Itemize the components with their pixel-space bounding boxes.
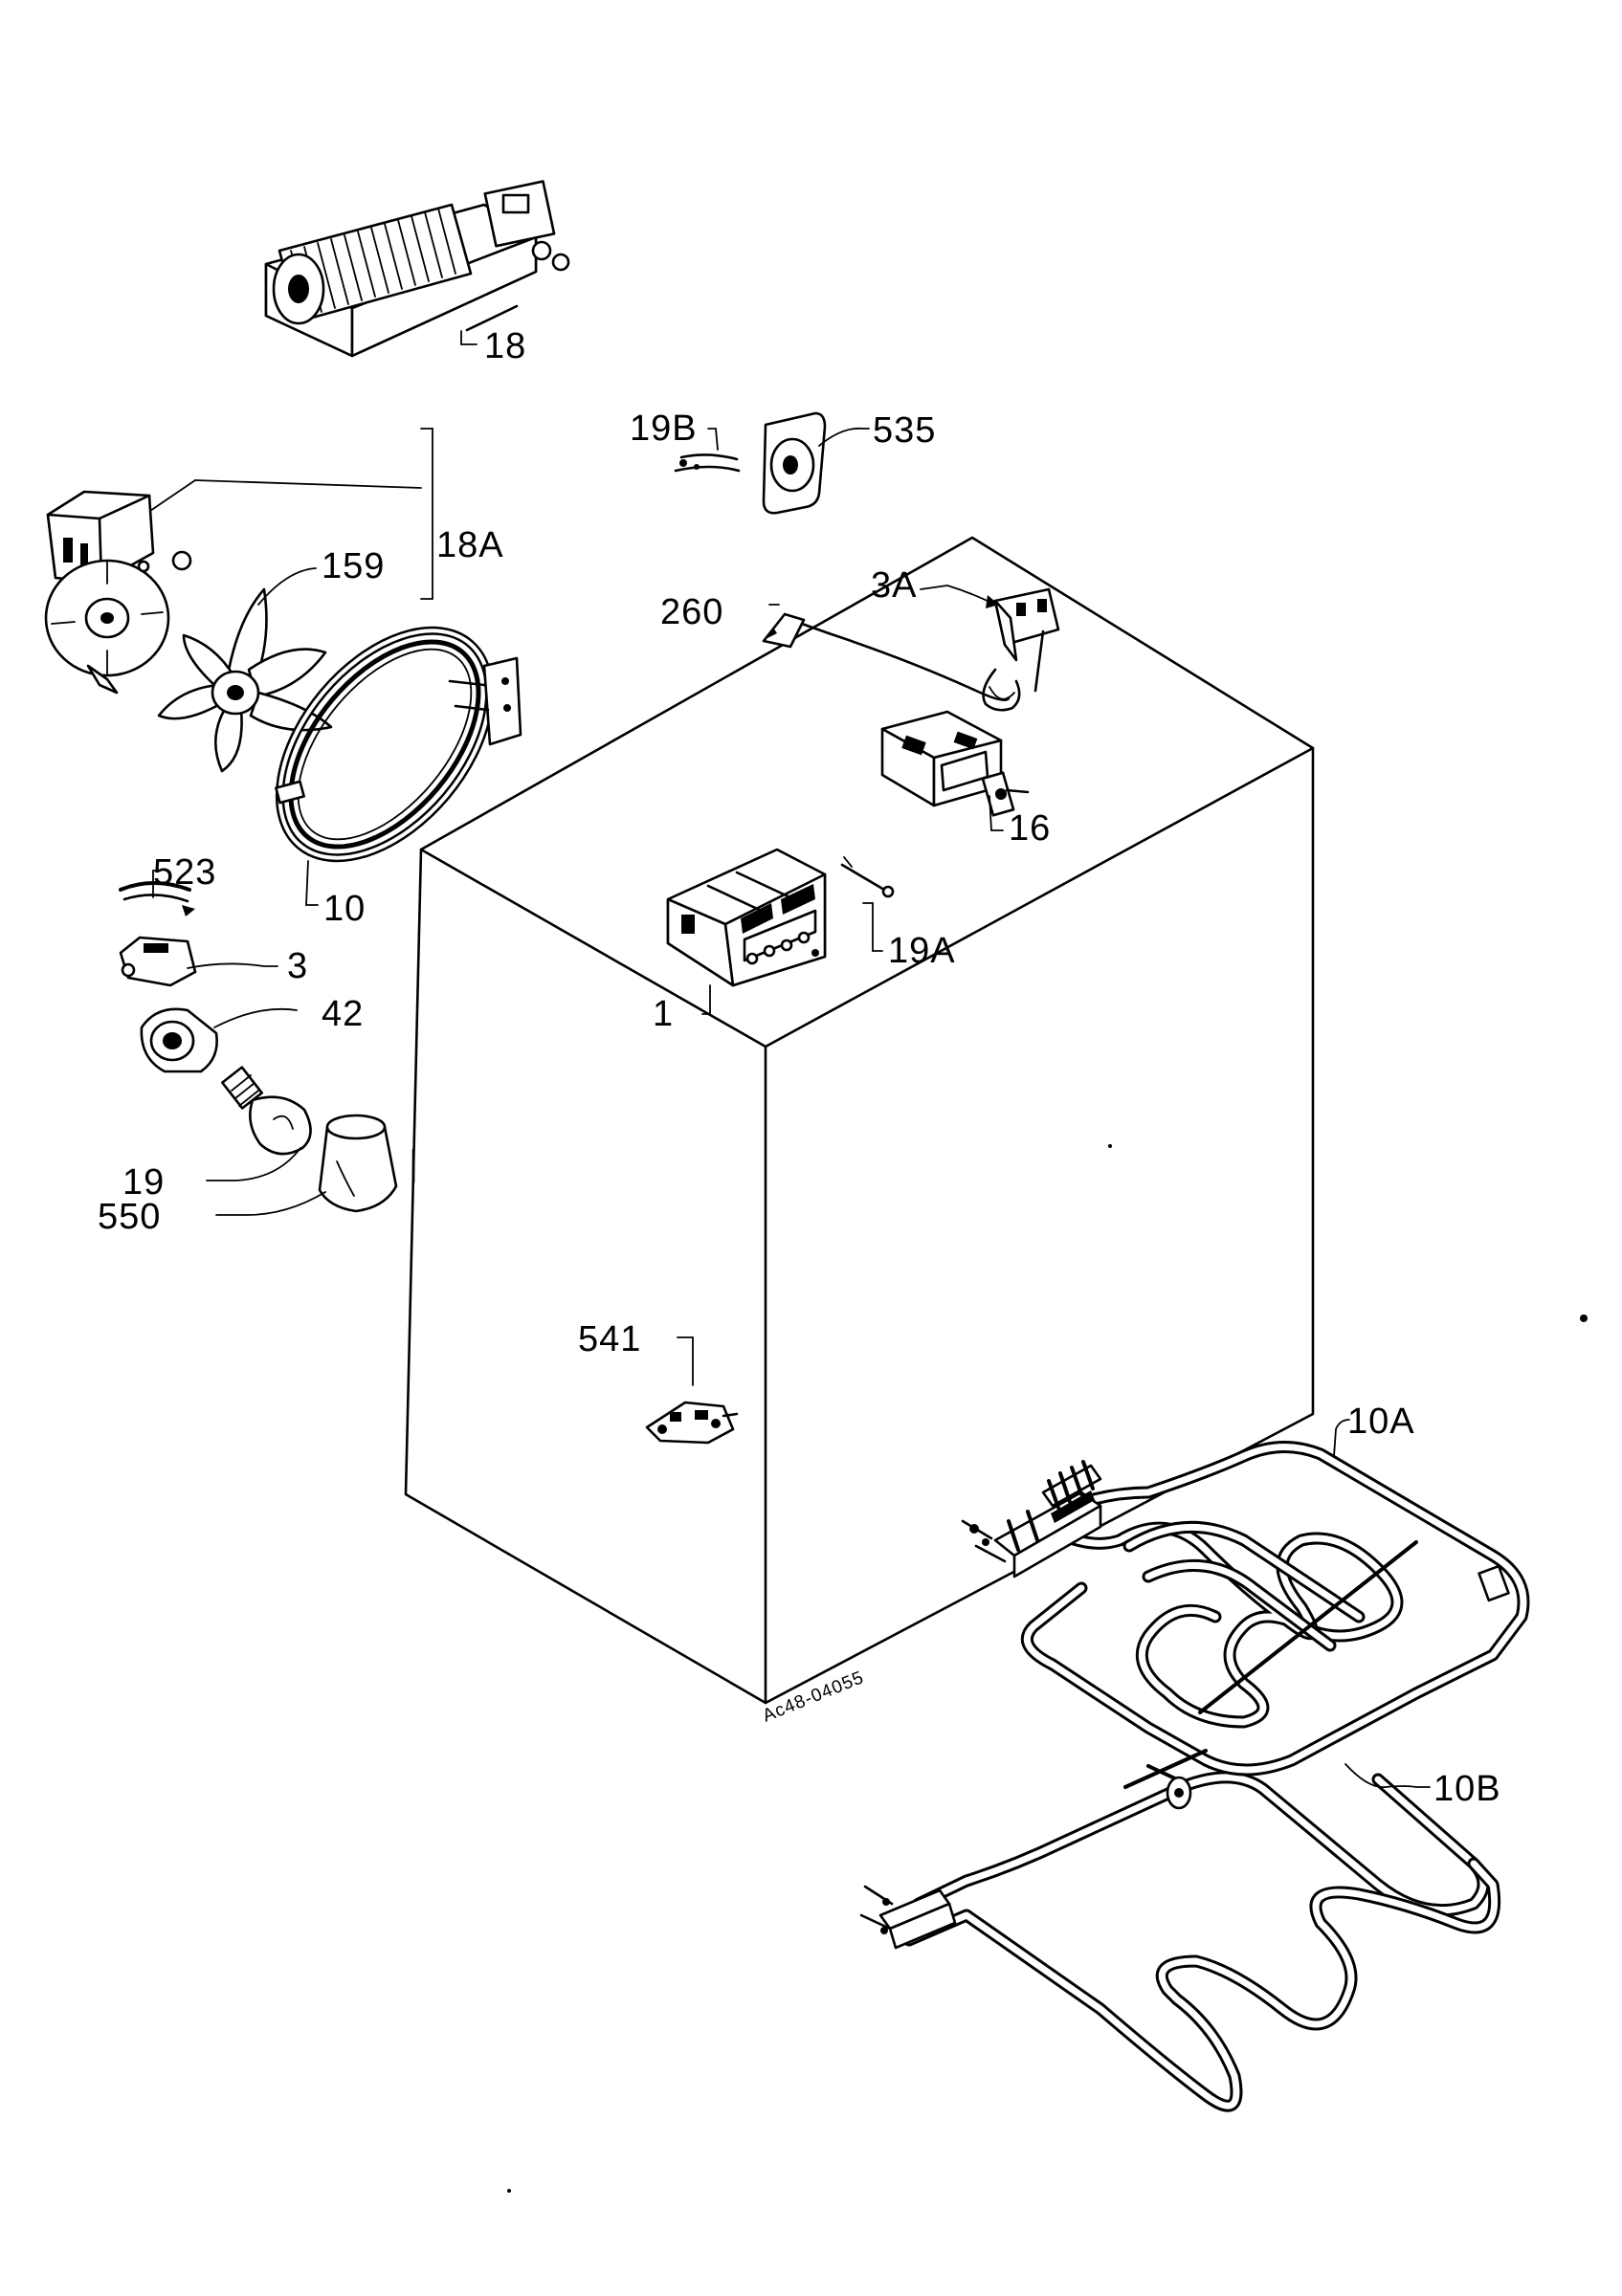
lamp-glass-cover (318, 1114, 398, 1213)
fan-motor-part-18a: 18A (44, 428, 504, 695)
part-label-19: 19 (122, 1162, 165, 1203)
parts-19b-535: 19B 535 (630, 408, 936, 515)
part-label-523: 523 (153, 852, 216, 893)
part-label-550: 550 (98, 1197, 161, 1237)
lamp-parts-42-19-550: 42 19 550 (98, 994, 415, 1237)
part-label-159: 159 (322, 546, 385, 586)
part-label-260: 260 (660, 592, 723, 632)
part-label-10: 10 (323, 889, 366, 929)
oven-cabinet (404, 536, 1588, 2193)
heating-elements-parts-10a-10b: 10A 10B (859, 1402, 1530, 2112)
part-label-18a: 18A (436, 525, 504, 565)
top-element-part-10a (961, 1441, 1530, 1810)
door-catch-part-541: 541 (578, 1319, 739, 1445)
part-label-535: 535 (873, 410, 936, 451)
part-label-3a: 3A (871, 565, 917, 606)
selector-switch-part-16: 16 (880, 710, 1051, 849)
part-label-541: 541 (578, 1319, 641, 1359)
lamp-bulb (220, 1066, 312, 1156)
part-label-3: 3 (287, 946, 308, 986)
part-label-19b: 19B (630, 408, 698, 449)
control-panel-parts-1-19a: 19A 1 (653, 848, 956, 1034)
fan-impeller-part-159: 159 (157, 546, 385, 773)
part-label-10a: 10A (1347, 1402, 1415, 1442)
part-label-16: 16 (1009, 808, 1051, 849)
grill-element-part-10b (859, 1771, 1501, 2112)
tangential-fan-part-18: 18 (264, 180, 570, 366)
part-label-10b: 10B (1433, 1769, 1501, 1809)
part-label-18: 18 (484, 326, 526, 366)
lamp-holder-parts-523-3: 523 3 (119, 852, 308, 987)
part-label-1: 1 (653, 994, 674, 1034)
part-label-19a: 19A (888, 931, 956, 971)
part-label-42: 42 (322, 994, 364, 1034)
probe-and-socket-parts-260-3a: 260 3A (660, 565, 1060, 712)
circular-element-part-10: 10 (275, 626, 522, 929)
